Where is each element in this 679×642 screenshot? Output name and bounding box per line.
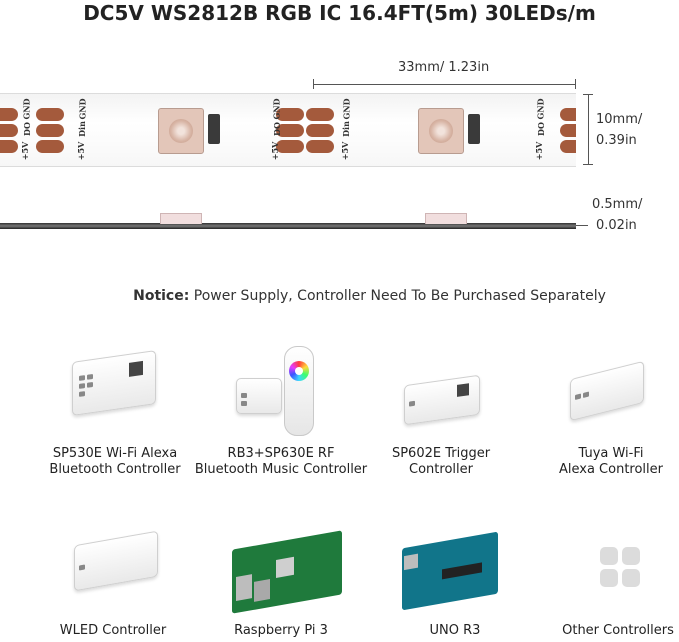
led-strip-side-view [0,223,576,229]
tuya-controller-image [570,360,644,422]
led-strip-top-view: GND DO +5V GND Din +5V GND DO +5V GND Di… [0,93,576,167]
pin-label-din: Din [76,121,87,137]
port [409,400,415,407]
port [79,564,85,571]
solder-pad [0,108,18,121]
usb-port [236,574,252,601]
grid-cell [622,547,640,565]
port [241,393,247,398]
color-wheel-icon [289,361,309,381]
pin-label-gnd: GND [535,98,546,120]
spacing-dimension-line [313,84,575,85]
solder-pad [560,124,576,137]
port [241,401,247,406]
pin-label-do: DO [535,122,546,136]
caption-tuya: Tuya Wi-Fi Alexa Controller [558,446,663,477]
pin-label-5v: +5V [270,141,281,161]
port [575,393,581,400]
thickness-dimension-arrow [576,225,588,226]
solder-pad [306,108,334,121]
raspberry-pi-image [232,530,342,614]
pin-label-gnd: GND [341,98,352,120]
pin-label-gnd: GND [77,98,88,120]
port [79,383,85,389]
grid-icon [600,547,640,587]
solder-pad [36,124,64,137]
cpu-chip [276,556,294,578]
caption-wled: WLED Controller [59,623,167,638]
spacing-dimension-tick-left [313,79,314,89]
notice-body: Power Supply, Controller Need To Be Purc… [189,288,606,304]
sp630e-controller-image [236,378,282,414]
led-lens [429,119,453,143]
port [87,381,93,388]
pin-label-5v: +5V [340,141,351,161]
port [87,373,93,380]
solder-pad [306,124,334,137]
thickness-dimension-mm: 0.5mm/ [592,197,643,212]
pin-label-5v: +5V [76,141,87,161]
led-chip [158,108,204,154]
microcontroller-chip [442,562,482,580]
pin-label-5v: +5V [534,141,545,161]
width-dimension-line [588,94,589,164]
qr-code [129,360,143,377]
pin-label-do: DO [21,122,32,136]
solder-pad [306,140,334,153]
capacitor [468,114,480,144]
notice-label: Notice: [133,288,190,304]
solder-pad [36,108,64,121]
solder-pad [36,140,64,153]
width-dimension-tick-bottom [583,164,593,165]
pin-label-do: DO [271,122,282,136]
grid-cell [622,569,640,587]
pin-label-gnd: GND [271,98,282,120]
page-title: DC5V WS2812B RGB IC 16.4FT(5m) 30LEDs/m [83,1,596,25]
solder-pad [560,108,576,121]
pin-label-din: Din [340,121,351,137]
thickness-dimension-in: 0.02in [596,218,637,233]
caption-other-controllers: Other Controllers [562,623,674,638]
notice-text: Notice: Power Supply, Controller Need To… [0,288,679,304]
solder-pad [276,124,304,137]
port [79,391,85,397]
led-chip-profile [160,213,202,224]
width-dimension-in: 0.39in [596,133,637,148]
rb3-remote-image [284,346,314,436]
caption-rb3-sp630e: RB3+SP630E RF Bluetooth Music Controller [194,446,368,477]
width-dimension-mm: 10mm/ [596,112,643,127]
caption-uno-r3: UNO R3 [429,623,481,638]
port [79,375,85,381]
sp602e-controller-image [404,374,480,426]
solder-pad [276,140,304,153]
grid-cell [600,569,618,587]
grid-cell [600,547,618,565]
capacitor [208,114,220,144]
solder-pad [0,124,18,137]
sp530e-controller-image [72,350,156,416]
spacing-dimension-tick-right [575,79,576,89]
pin-label-5v: +5V [20,141,31,161]
wled-controller-image [74,530,158,592]
led-chip-profile [425,213,467,224]
arduino-uno-image [402,531,498,611]
spacing-dimension-label: 33mm/ 1.23in [398,60,490,75]
solder-pad [560,140,576,153]
caption-sp530e: SP530E Wi-Fi Alexa Bluetooth Controller [49,446,181,477]
port [583,391,589,398]
usb-port [404,553,418,571]
ethernet-port [254,578,270,602]
qr-code [457,383,469,397]
width-dimension-tick-top [583,94,593,95]
solder-pad [276,108,304,121]
led-chip [418,108,464,154]
caption-raspberry-pi: Raspberry Pi 3 [234,623,328,638]
led-lens [169,119,193,143]
pin-label-gnd: GND [21,98,32,120]
caption-sp602e: SP602E Trigger Controller [391,446,491,477]
solder-pad [0,140,18,153]
